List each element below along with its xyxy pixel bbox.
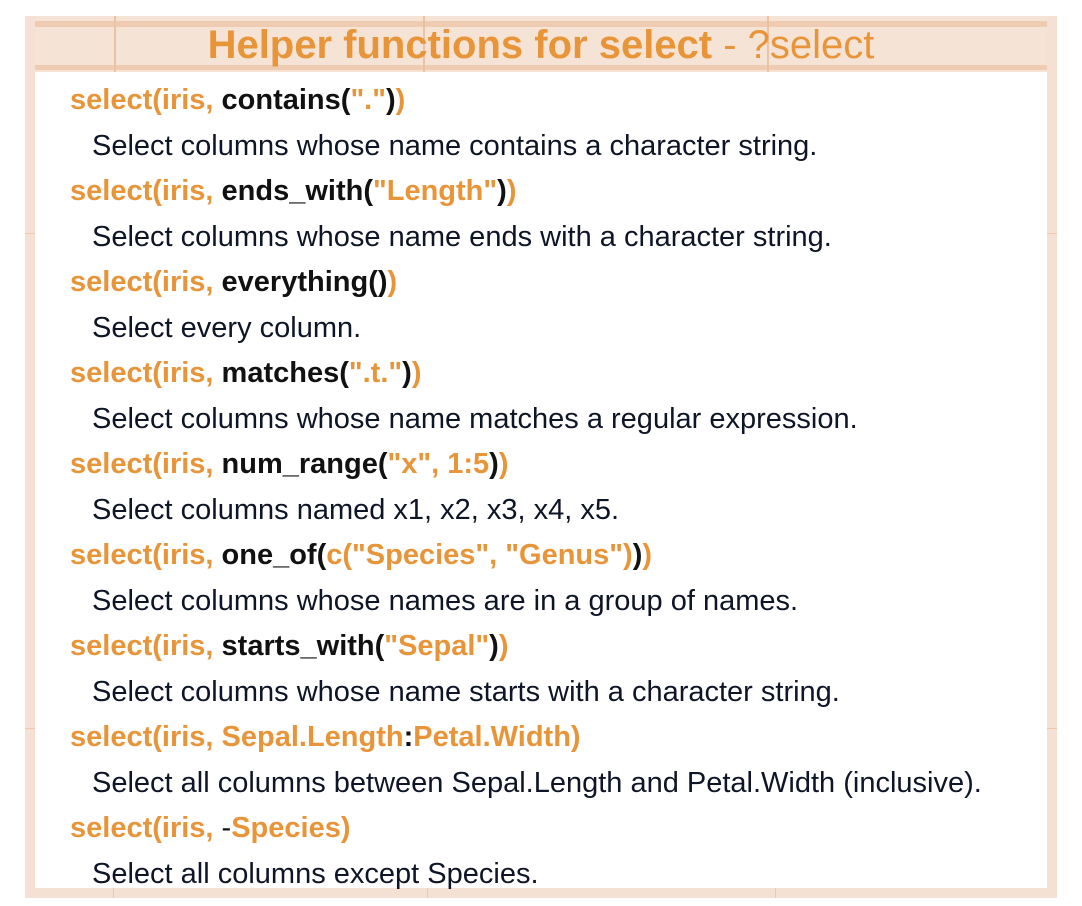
list-item: select(iris, Sepal.Length:Petal.Width) S… <box>70 715 1050 806</box>
border-tick <box>1047 728 1057 729</box>
code-example: select(iris, ends_with("Length")) <box>70 175 517 207</box>
helper-functions-card: Helper functions for select - ?select se… <box>25 16 1057 898</box>
code-example: select(iris, Sepal.Length:Petal.Width) <box>70 721 581 753</box>
border-tick <box>427 888 428 898</box>
border-tick <box>25 728 35 729</box>
list-item: select(iris, -Species) Select all column… <box>70 806 1050 897</box>
code-example: select(iris, contains(".")) <box>70 84 406 116</box>
border-tick <box>113 888 114 898</box>
description: Select columns whose name matches a regu… <box>92 403 858 435</box>
list-item: select(iris, matches(".t.")) Select colu… <box>70 351 1050 442</box>
code-example: select(iris, everything()) <box>70 266 398 298</box>
card-border-right <box>1047 16 1057 898</box>
header-grid-line <box>767 16 769 72</box>
code-example: select(iris, one_of(c("Species", "Genus"… <box>70 539 653 571</box>
list-item: select(iris, starts_with("Sepal")) Selec… <box>70 624 1050 715</box>
code-example: select(iris, matches(".t.")) <box>70 357 422 389</box>
description: Select columns named x1, x2, x3, x4, x5. <box>92 494 620 526</box>
description: Select every column. <box>92 312 362 344</box>
card-border-bottom <box>25 888 1057 898</box>
list-item: select(iris, contains(".")) Select colum… <box>70 78 1050 169</box>
list-item: select(iris, num_range("x", 1:5)) Select… <box>70 442 1050 533</box>
list-item: select(iris, ends_with("Length")) Select… <box>70 169 1050 260</box>
description: Select all columns between Sepal.Length … <box>92 767 982 799</box>
page-title: Helper functions for select - ?select <box>25 19 1057 71</box>
title-help-ref: - ?select <box>712 23 875 67</box>
list-item: select(iris, one_of(c("Species", "Genus"… <box>70 533 1050 624</box>
helper-list: select(iris, contains(".")) Select colum… <box>70 78 1050 897</box>
card-border-left <box>25 16 35 898</box>
header-grid-line <box>423 16 425 72</box>
description: Select all columns except Species. <box>92 858 539 890</box>
border-tick <box>25 233 35 234</box>
border-tick <box>775 888 776 898</box>
code-example: select(iris, -Species) <box>70 812 351 844</box>
code-example: select(iris, starts_with("Sepal")) <box>70 630 509 662</box>
description: Select columns whose name ends with a ch… <box>92 221 832 253</box>
title-main: Helper functions for select <box>207 23 713 67</box>
list-item: select(iris, everything()) Select every … <box>70 260 1050 351</box>
code-example: select(iris, num_range("x", 1:5)) <box>70 448 509 480</box>
header-stripe-top <box>25 21 1057 27</box>
header-grid-line <box>114 16 116 72</box>
description: Select columns whose names are in a grou… <box>92 585 799 617</box>
description: Select columns whose name starts with a … <box>92 676 840 708</box>
description: Select columns whose name contains a cha… <box>92 130 818 162</box>
card-header: Helper functions for select - ?select <box>25 16 1057 72</box>
border-tick <box>1047 233 1057 234</box>
header-stripe-bottom <box>25 65 1057 70</box>
